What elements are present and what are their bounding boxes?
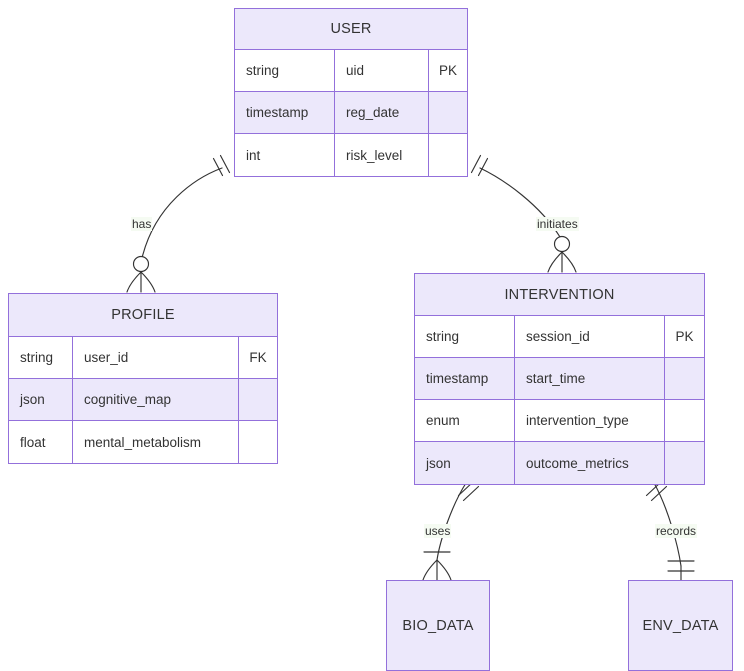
attribute-key bbox=[429, 134, 467, 176]
entity-profile-title: PROFILE bbox=[9, 294, 277, 337]
entity-bio_data-title: BIO_DATA bbox=[387, 581, 489, 670]
entity-intervention-title: INTERVENTION bbox=[415, 274, 704, 316]
attribute-name: risk_level bbox=[335, 134, 429, 176]
attribute-name: reg_date bbox=[335, 92, 429, 133]
attribute-key: PK bbox=[438, 63, 457, 78]
marker-user-initiates-exactly-one bbox=[470, 154, 489, 177]
entity-intervention[interactable]: INTERVENTION string session_id PK timest… bbox=[414, 273, 705, 485]
entity-user-attribute-row: int risk_level bbox=[235, 134, 467, 176]
relationship-label-has: has bbox=[131, 217, 153, 231]
attribute-key bbox=[239, 421, 277, 463]
relationship-label-initiates: initiates bbox=[536, 217, 579, 231]
entity-profile[interactable]: PROFILE string user_id FK json cognitive… bbox=[8, 293, 278, 464]
attribute-key bbox=[665, 400, 704, 441]
entity-bio_data[interactable]: BIO_DATA bbox=[386, 580, 490, 671]
attribute-name: uid bbox=[335, 50, 429, 91]
attribute-key bbox=[665, 358, 704, 399]
attribute-type: enum bbox=[415, 400, 515, 441]
edge-intervention-uses-bio_data bbox=[436, 482, 467, 561]
entity-user[interactable]: USER string uid PK timestamp reg_date in… bbox=[234, 8, 468, 177]
attribute-key: FK bbox=[249, 350, 267, 365]
attribute-name: user_id bbox=[73, 337, 239, 378]
attribute-type: float bbox=[9, 421, 73, 463]
marker-profile-has-zero-or-many bbox=[126, 255, 156, 293]
attribute-type: string bbox=[415, 316, 515, 357]
entity-profile-attribute-row: float mental_metabolism bbox=[9, 421, 277, 463]
attribute-type: timestamp bbox=[415, 358, 515, 399]
entity-intervention-attribute-row: json outcome_metrics bbox=[415, 442, 704, 484]
entity-env_data-title: ENV_DATA bbox=[629, 581, 732, 670]
attribute-name: mental_metabolism bbox=[73, 421, 239, 463]
entity-env_data[interactable]: ENV_DATA bbox=[628, 580, 733, 671]
entity-intervention-attribute-row: timestamp start_time bbox=[415, 358, 704, 400]
entity-profile-attribute-row: json cognitive_map bbox=[9, 379, 277, 421]
relationship-label-records: records bbox=[655, 524, 698, 538]
attribute-type: string bbox=[9, 337, 73, 378]
entity-intervention-attribute-row: string session_id PK bbox=[415, 316, 704, 358]
entity-user-attribute-row: timestamp reg_date bbox=[235, 92, 467, 134]
attribute-key bbox=[665, 442, 704, 484]
attribute-key: PK bbox=[675, 329, 694, 344]
marker-intervention-initiates-zero-or-many bbox=[547, 235, 577, 273]
attribute-type: json bbox=[9, 379, 73, 420]
entity-user-title: USER bbox=[235, 9, 467, 50]
relationship-label-uses: uses bbox=[424, 524, 452, 538]
attribute-type: timestamp bbox=[235, 92, 335, 133]
attribute-type: int bbox=[235, 134, 335, 176]
attribute-type: string bbox=[235, 50, 335, 91]
attribute-type: json bbox=[415, 442, 515, 484]
entity-intervention-attribute-row: enum intervention_type bbox=[415, 400, 704, 442]
marker-bio_data-uses-one-or-many bbox=[422, 551, 452, 581]
entity-profile-attribute-row: string user_id FK bbox=[9, 337, 277, 379]
attribute-name: session_id bbox=[515, 316, 665, 357]
attribute-name: outcome_metrics bbox=[515, 442, 665, 484]
attribute-name: intervention_type bbox=[515, 400, 665, 441]
attribute-key bbox=[239, 379, 277, 420]
attribute-name: start_time bbox=[515, 358, 665, 399]
marker-user-has-exactly-one bbox=[212, 154, 231, 177]
attribute-key bbox=[429, 92, 467, 133]
attribute-name: cognitive_map bbox=[73, 379, 239, 420]
entity-user-attribute-row: string uid PK bbox=[235, 50, 467, 92]
marker-env_data-records-exactly-one bbox=[667, 560, 695, 581]
edge-user-has-profile bbox=[141, 167, 223, 259]
